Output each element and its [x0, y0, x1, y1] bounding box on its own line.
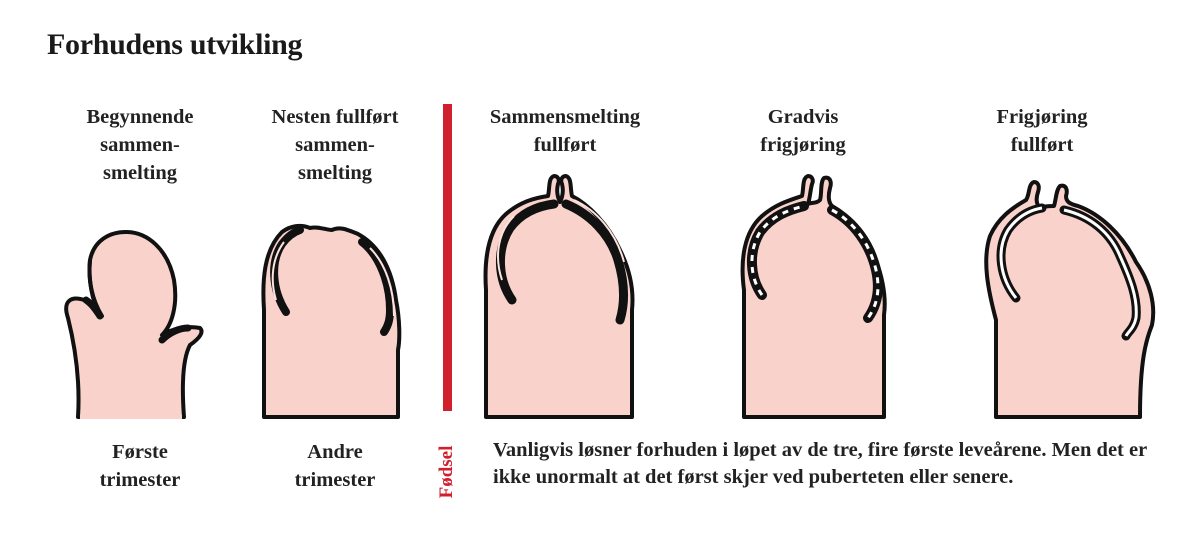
birth-label: Fødsel [436, 445, 457, 499]
birth-divider [443, 104, 452, 411]
period-label-second-trimester: Andre trimester [294, 441, 376, 491]
stage-label-beginning-fusion: Begynnende sammen- smelting [86, 106, 194, 184]
stage-separation-complete-icon [984, 180, 1156, 419]
stage-label-nearly-complete-fusion: Nesten fullført sammen- smelting [271, 106, 399, 184]
stage-gradual-separation-icon [740, 174, 887, 419]
stage-fusion-complete-icon [483, 174, 635, 419]
diagram-title: Forhudens utvikling [47, 28, 303, 61]
period-label-first-trimester: Første trimester [99, 441, 181, 491]
stage-label-gradual-separation: Gradvis frigjøring [760, 106, 846, 156]
stage-beginning-fusion-icon [64, 230, 204, 419]
stage-label-separation-complete: Frigjøring fullført [996, 106, 1088, 156]
stage-label-fusion-complete: Sammensmelting fullført [489, 106, 641, 156]
stage-nearly-complete-fusion-icon [261, 223, 402, 419]
explanatory-note: Vanligvis løsner forhuden i løpet av de … [493, 439, 1147, 488]
